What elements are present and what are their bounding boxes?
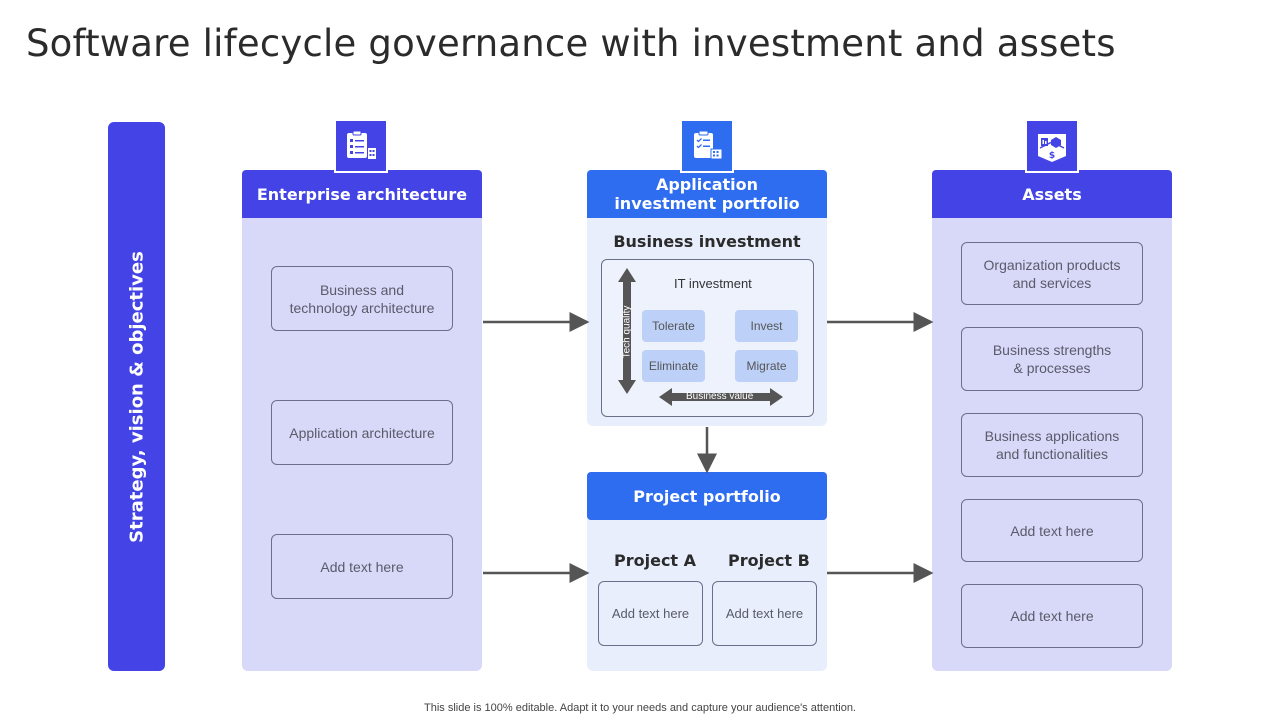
assets-item-add-text-1: Add text here: [961, 499, 1143, 562]
matrix-axes: [618, 268, 783, 406]
assets-item-add-text-2: Add text here: [961, 584, 1143, 648]
assets-item-products-services: Organization products and services: [961, 242, 1143, 305]
quadrant-eliminate: Eliminate: [642, 350, 705, 382]
assets-item-applications-functionalities: Business applications and functionalitie…: [961, 413, 1143, 477]
business-technology-architecture-box: Business and technology architecture: [271, 266, 453, 331]
clipboard-building-icon: [680, 119, 734, 173]
enterprise-panel: [242, 170, 482, 671]
quadrant-migrate: Migrate: [735, 350, 798, 382]
business-value-label: Business value: [686, 391, 754, 402]
project-header: Project portfolio: [587, 472, 827, 520]
it-investment-matrix: IT investment Tolerate Invest Eliminate …: [601, 259, 814, 417]
quadrant-tolerate: Tolerate: [642, 310, 705, 342]
project-a-box: Add text here: [598, 581, 703, 646]
assets-panel: [932, 170, 1172, 671]
enterprise-header: Enterprise architecture: [242, 170, 482, 218]
investment-header: Application investment portfolio: [587, 170, 827, 218]
assets-header: Assets: [932, 170, 1172, 218]
project-b-label: Project B: [728, 551, 810, 570]
footer-note: This slide is 100% editable. Adapt it to…: [424, 702, 856, 714]
svg-text:$: $: [1049, 151, 1055, 161]
page-title: Software lifecycle governance with inves…: [26, 22, 1116, 65]
checklist-clipboard-icon: [334, 119, 388, 173]
it-investment-label: IT investment: [674, 276, 752, 291]
business-investment-title: Business investment: [613, 232, 801, 251]
assets-item-strengths-processes: Business strengths & processes: [961, 327, 1143, 391]
strategy-sidebar: Strategy, vision & objectives: [108, 122, 165, 671]
enterprise-add-text-box: Add text here: [271, 534, 453, 599]
quadrant-invest: Invest: [735, 310, 798, 342]
application-architecture-box: Application architecture: [271, 400, 453, 465]
assets-map-dollar-icon: $: [1025, 119, 1079, 173]
project-a-label: Project A: [614, 551, 697, 570]
project-b-box: Add text here: [712, 581, 817, 646]
